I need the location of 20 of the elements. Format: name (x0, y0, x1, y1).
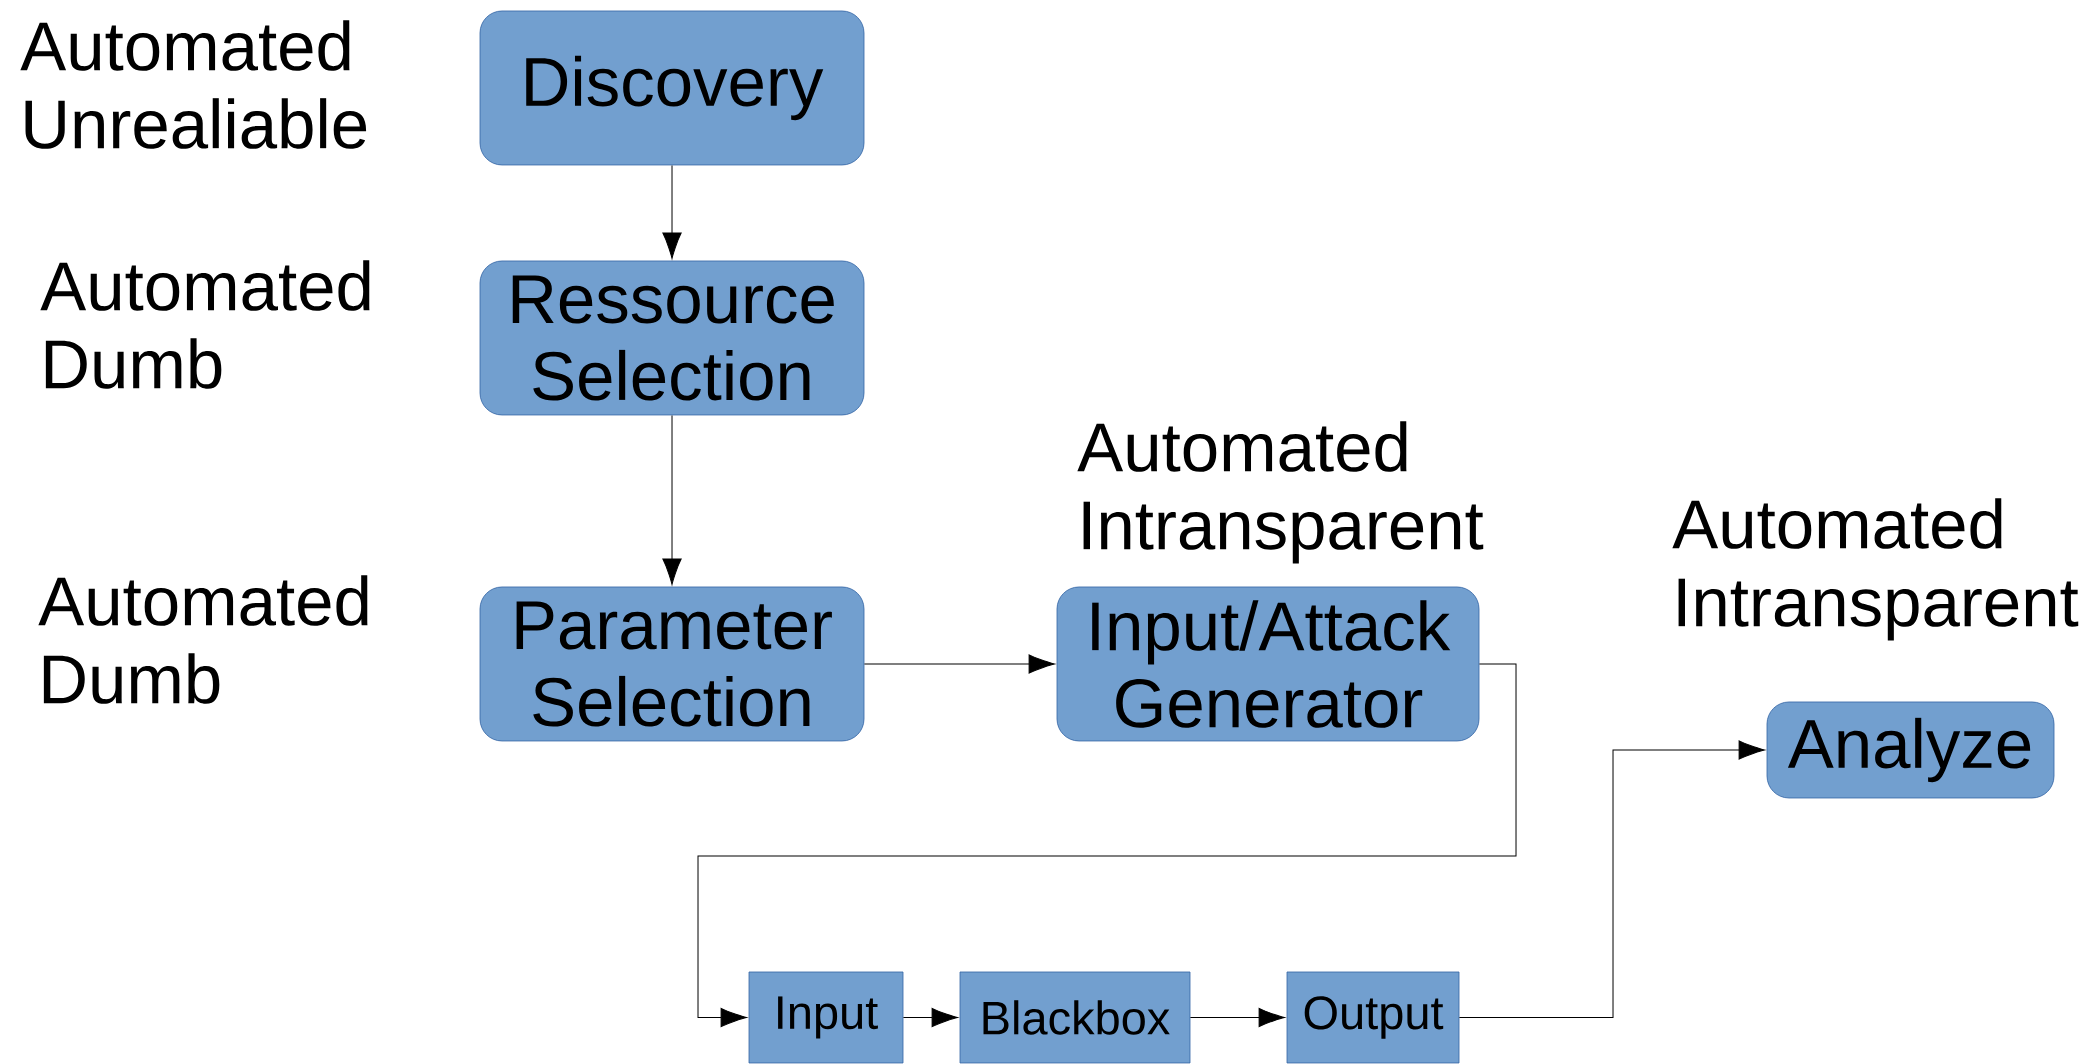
side-caption: Automated Dumb (38, 575, 368, 704)
side-caption: Automated Dumb (40, 260, 370, 389)
process-box: Output (1286, 971, 1460, 1064)
arrow (863, 654, 1055, 674)
arrow (902, 1007, 958, 1028)
arrow (662, 164, 682, 259)
arrow (1458, 740, 1765, 1018)
side-caption: Automated Intransparent (1077, 421, 1484, 564)
arrow (662, 414, 682, 585)
side-caption: Automated Intransparent (1672, 498, 2079, 641)
side-caption: Automated Unrealiable (20, 20, 367, 149)
process-box: Blackbox (959, 971, 1191, 1064)
process-box: Parameter Selection (479, 586, 865, 742)
process-box: Input/Attack Generator (1056, 586, 1480, 742)
arrow (1189, 1007, 1285, 1028)
process-box: Ressource Selection (479, 260, 865, 416)
arrow (697, 663, 1517, 1028)
process-box: Input (748, 971, 904, 1064)
process-box: Analyze (1766, 701, 2055, 799)
process-box: Discovery (479, 10, 865, 166)
